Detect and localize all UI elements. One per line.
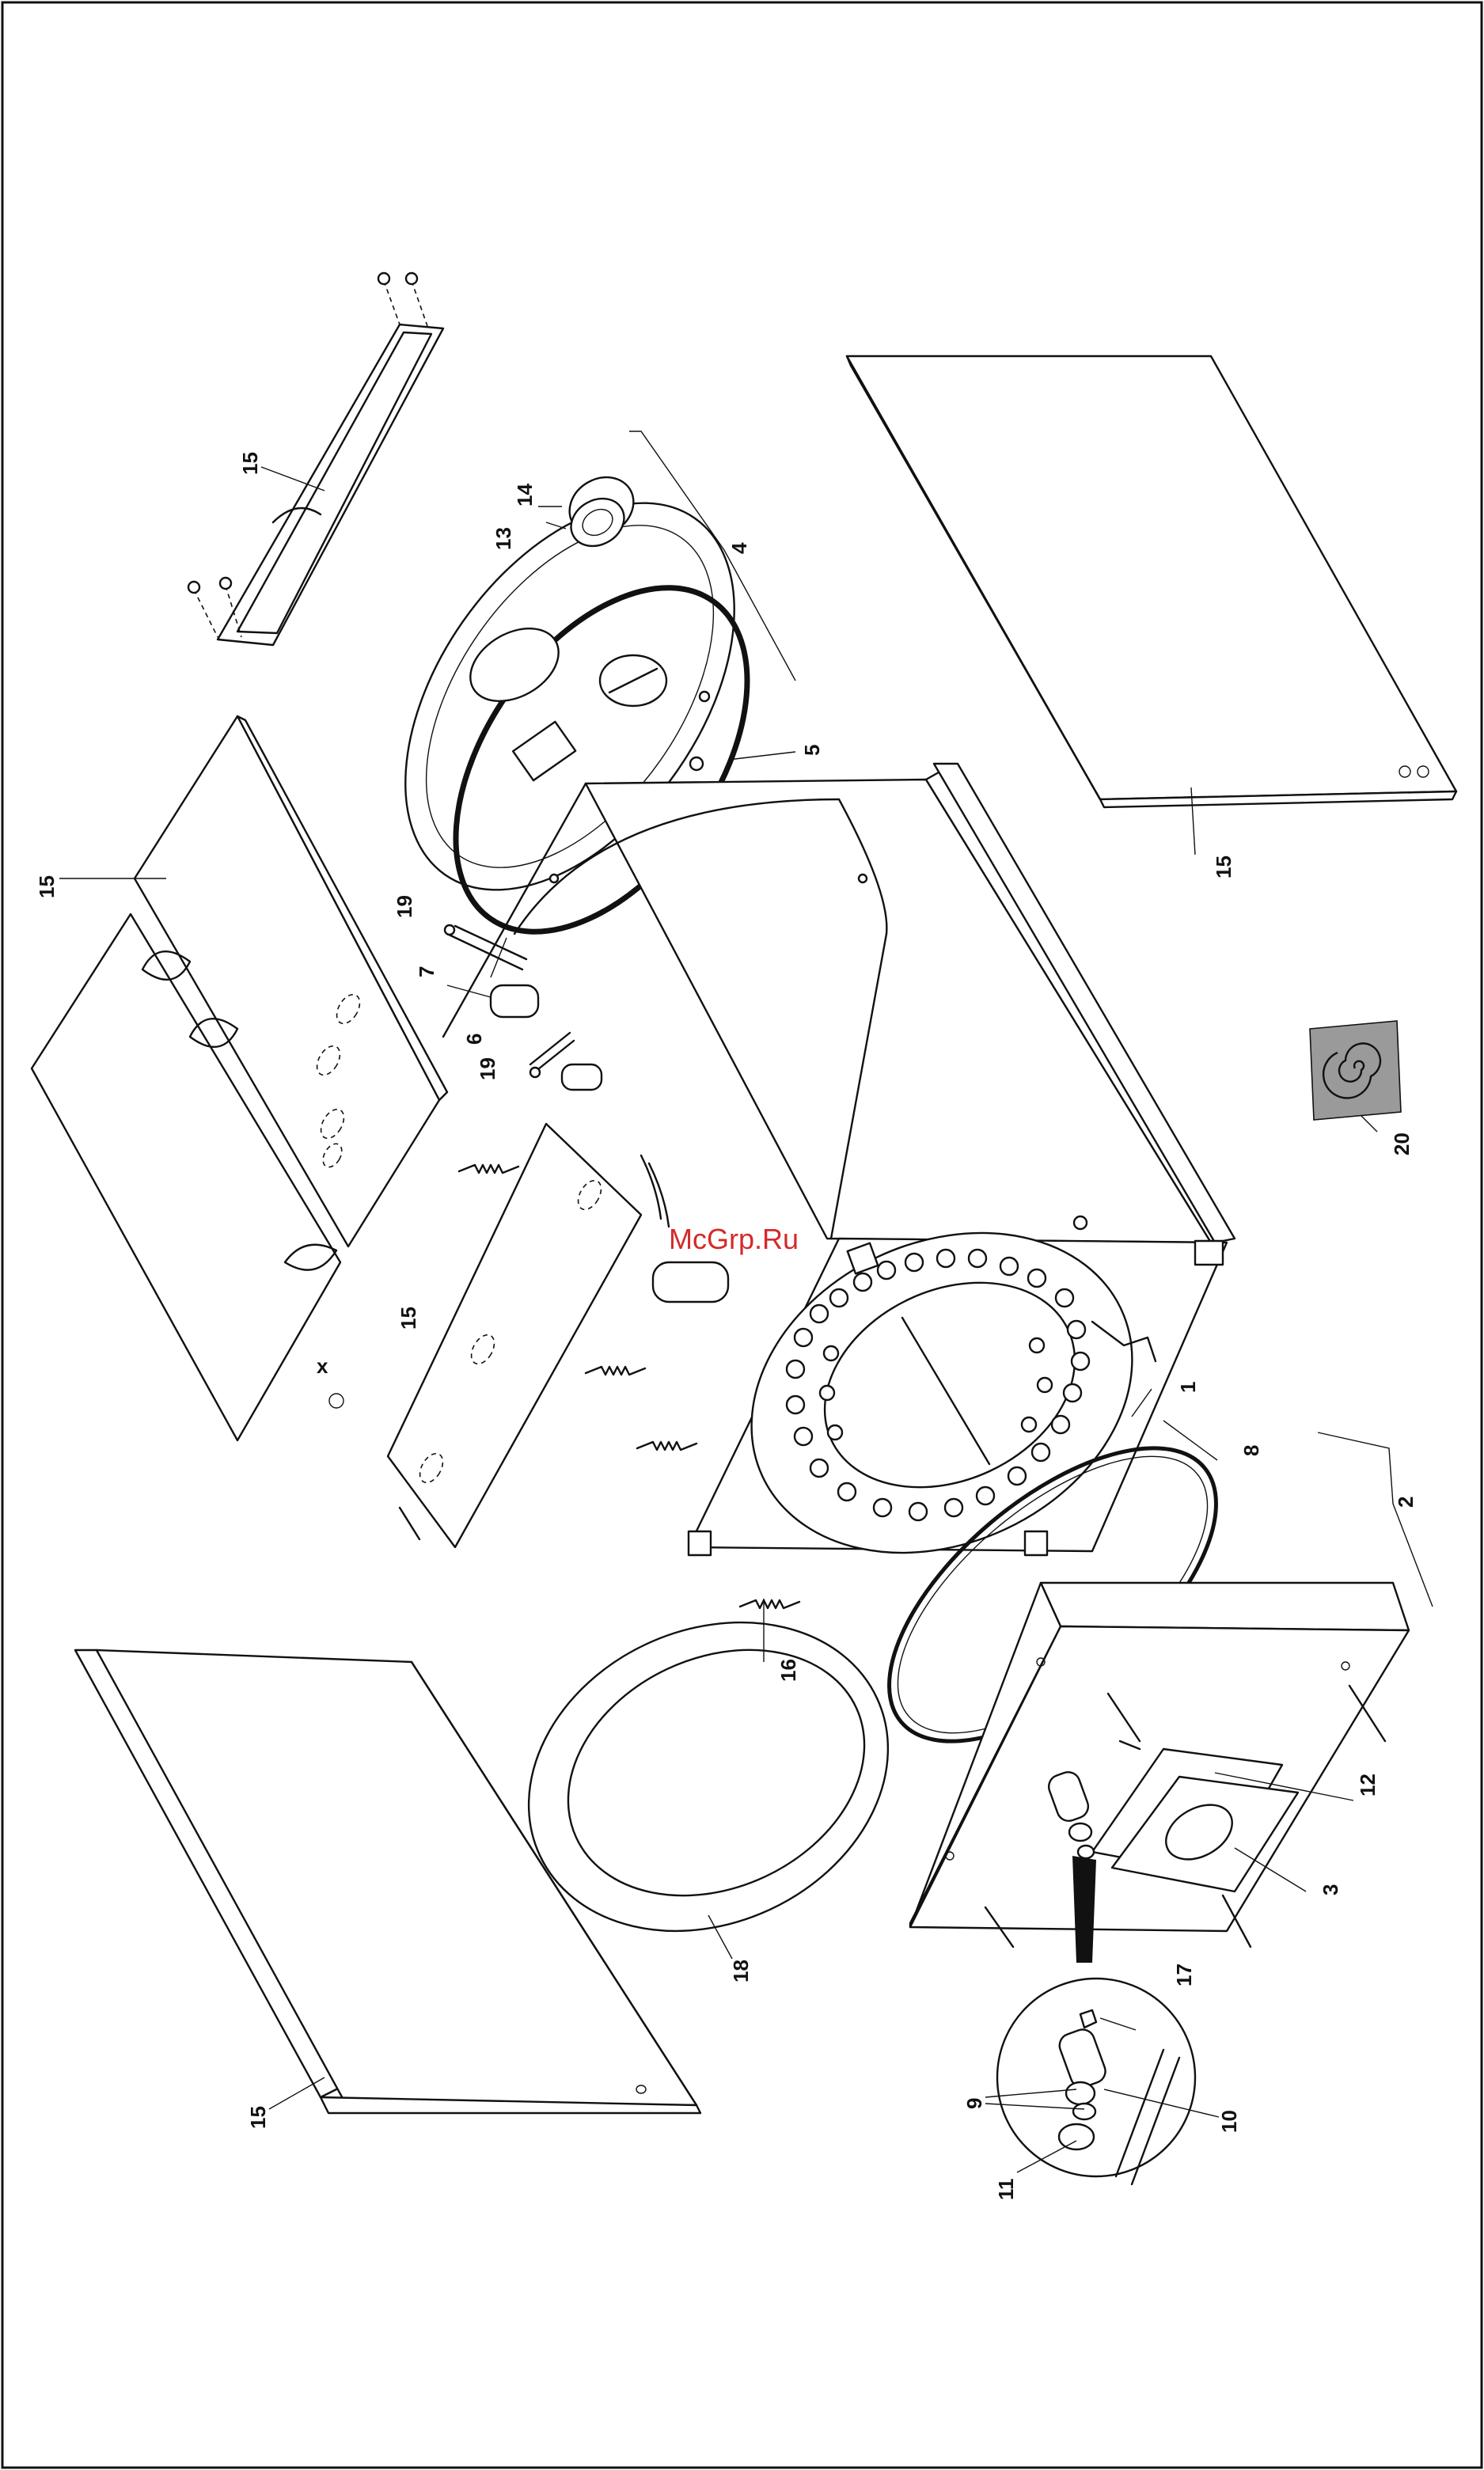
callout-16: 16 xyxy=(776,1659,800,1682)
callout-19-upper: 19 xyxy=(393,895,416,918)
callout-15-bottom-panel: 15 xyxy=(246,2106,270,2129)
callout-12: 12 xyxy=(1356,1774,1380,1797)
callout-6: 6 xyxy=(462,1034,486,1045)
callout-8: 8 xyxy=(1239,1445,1263,1456)
callout-15-middle-panel: 15 xyxy=(397,1307,420,1330)
callout-17: 17 xyxy=(1172,1963,1196,1986)
callout-9: 9 xyxy=(962,2098,986,2109)
callout-1: 1 xyxy=(1176,1382,1200,1393)
svg-text:x: x xyxy=(317,1354,328,1378)
callout-14: 14 xyxy=(513,484,537,507)
spiral-label-plate xyxy=(1310,1021,1401,1120)
callout-20: 20 xyxy=(1390,1133,1414,1155)
watermark: McGrp.Ru xyxy=(669,1223,799,1255)
callout-3: 3 xyxy=(1319,1884,1342,1895)
side-panel-middle xyxy=(388,1124,641,1547)
callout-19-lower: 19 xyxy=(476,1057,499,1080)
side-panel-left-upper: x xyxy=(32,716,447,1440)
callout-7: 7 xyxy=(415,966,438,977)
callout-13: 13 xyxy=(492,527,515,550)
callout-11: 11 xyxy=(994,2179,1018,2201)
top-bracket-rail xyxy=(188,273,443,645)
callout-5: 5 xyxy=(800,745,824,756)
detail-view xyxy=(997,1979,1195,2184)
side-panel-right-top xyxy=(847,356,1456,807)
callout-15-right-panel: 15 xyxy=(1212,856,1235,878)
callout-10: 10 xyxy=(1217,2110,1241,2133)
callout-4: 4 xyxy=(727,542,751,554)
callout-2: 2 xyxy=(1394,1497,1418,1508)
callout-15-top-rail: 15 xyxy=(238,452,262,475)
callout-18: 18 xyxy=(729,1960,753,1982)
callout-15-left-panel: 15 xyxy=(35,875,59,898)
